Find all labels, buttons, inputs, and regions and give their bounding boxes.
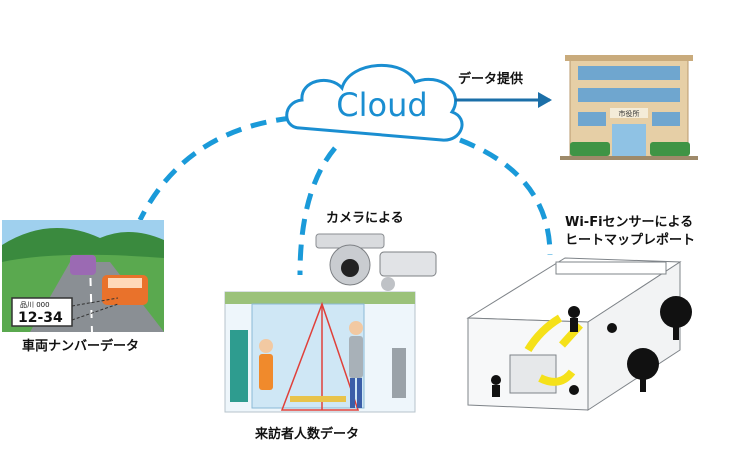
cloud-label: Cloud (336, 86, 428, 124)
data-provide-label: データ提供 (458, 72, 524, 87)
entrance-scene (224, 291, 416, 413)
plate-region: 品川 000 (20, 301, 50, 309)
camera-icon (315, 233, 437, 291)
plate-number: 12-34 (18, 310, 63, 326)
trees-icon (627, 296, 692, 392)
provide-arrow-head (538, 92, 552, 108)
visitors-caption: 来訪者人数データ (255, 427, 360, 442)
city-hall-sign: 市役所 (619, 109, 640, 118)
vehicle-caption: 車両ナンバーデータ (22, 339, 140, 354)
camera-caption: カメラによる (326, 211, 404, 226)
cloud-shape (285, 63, 464, 142)
link-cloud-vehicle (137, 115, 293, 222)
heatmap-room (466, 257, 682, 411)
link-cloud-camera (297, 146, 337, 276)
link-cloud-wifi (459, 137, 553, 256)
wifi-caption-line1: Wi-Fiセンサーによる (565, 215, 694, 230)
city-hall-building (560, 55, 698, 160)
wifi-caption-line2: ヒートマップレポート (565, 233, 696, 248)
road-photo (2, 220, 164, 333)
